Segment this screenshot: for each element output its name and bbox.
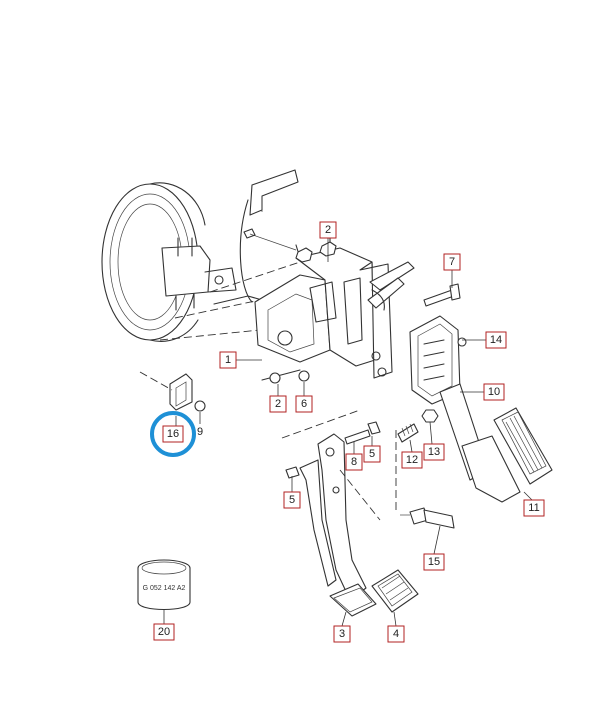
callout-20: 20 (153, 623, 175, 641)
accelerator-pedal-pad (493, 407, 553, 485)
callout-8: 8 (345, 453, 363, 471)
svg-text:15: 15 (428, 556, 440, 568)
svg-text:12: 12 (406, 454, 418, 466)
callout-16: 16 (162, 425, 184, 443)
svg-text:7: 7 (449, 256, 455, 268)
svg-text:3: 3 (339, 628, 345, 640)
sleeve-part: G 052 142 A2 (137, 559, 191, 610)
svg-text:16: 16 (167, 428, 179, 440)
svg-text:5: 5 (369, 448, 375, 460)
svg-text:2: 2 (325, 224, 331, 236)
svg-text:11: 11 (528, 502, 539, 514)
accelerator-pedal-module (409, 315, 521, 503)
brake-pedal-pad (371, 569, 419, 613)
svg-text:8: 8 (351, 456, 357, 468)
callout-12: 12 (401, 451, 423, 469)
callout-10: 10 (483, 383, 505, 401)
callout-11: 11 (523, 499, 545, 517)
svg-text:20: 20 (158, 626, 170, 638)
sleeve-marking: G 052 142 A2 (143, 585, 186, 592)
callout-14: 14 (485, 331, 507, 349)
svg-text:10: 10 (488, 386, 500, 398)
callout-3: 3 (333, 625, 351, 643)
callout-4: 4 (387, 625, 405, 643)
svg-text:5: 5 (289, 494, 295, 506)
brake-light-switch (395, 430, 455, 529)
pushrod-clevis (139, 371, 206, 412)
bulkhead-outline (159, 169, 301, 341)
brake-pedal-arm (281, 409, 381, 617)
svg-text:9: 9 (197, 426, 203, 438)
callout-2-bottom: 2 (269, 395, 287, 413)
callout-6: 6 (295, 395, 313, 413)
callout-13: 13 (423, 443, 445, 461)
callout-2-top: 2 (319, 221, 337, 239)
callout-7: 7 (443, 253, 461, 271)
svg-text:6: 6 (301, 398, 307, 410)
pin-and-bushings (344, 409, 439, 445)
callout-1: 1 (219, 351, 237, 369)
svg-text:2: 2 (275, 398, 281, 410)
bolt (423, 283, 461, 307)
svg-text:4: 4 (393, 628, 399, 640)
callout-9: 9 (197, 426, 203, 438)
brake-booster (101, 182, 237, 342)
callout-15: 15 (423, 553, 445, 571)
svg-text:13: 13 (428, 446, 440, 458)
highlight-circle (150, 411, 196, 457)
pedal-bracket (243, 228, 415, 384)
svg-text:1: 1 (225, 354, 231, 366)
leader-lines (163, 238, 533, 627)
callout-5-right: 5 (363, 445, 381, 463)
callout-5-left: 5 (283, 491, 301, 509)
svg-text:14: 14 (490, 334, 502, 346)
